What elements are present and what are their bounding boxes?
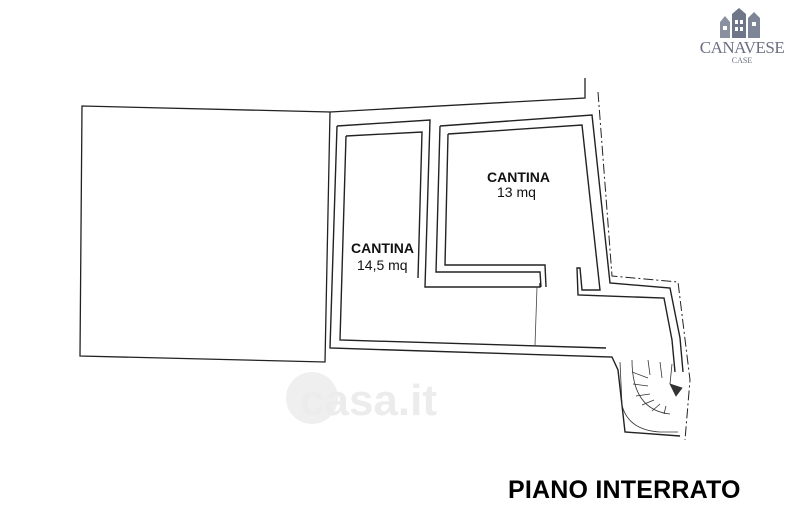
watermark-house-icon — [286, 372, 338, 424]
room-label-cantina-right: CANTINA — [487, 169, 550, 185]
watermark: casa.it — [300, 376, 437, 425]
top-boundary-line — [329, 78, 586, 113]
cantina-right-walls — [435, 114, 684, 373]
floor-title: PIANO INTERRATO — [508, 476, 741, 504]
spiral-staircase — [619, 359, 683, 433]
room-area-cantina-right: 13 mq — [497, 184, 536, 200]
company-logo: CANAVESE CASE — [690, 8, 794, 68]
room-area-cantina-left: 14,5 mq — [357, 257, 408, 273]
cantina-left-walls — [329, 119, 681, 437]
property-boundary — [597, 91, 691, 441]
room-label-cantina-left: CANTINA — [351, 240, 414, 256]
houses-logo-icon — [720, 8, 760, 38]
logo-subtitle: CASE — [731, 56, 753, 65]
outer-left-area — [79, 105, 331, 363]
interior-partition — [534, 286, 538, 346]
logo-name: CANAVESE — [699, 38, 785, 57]
